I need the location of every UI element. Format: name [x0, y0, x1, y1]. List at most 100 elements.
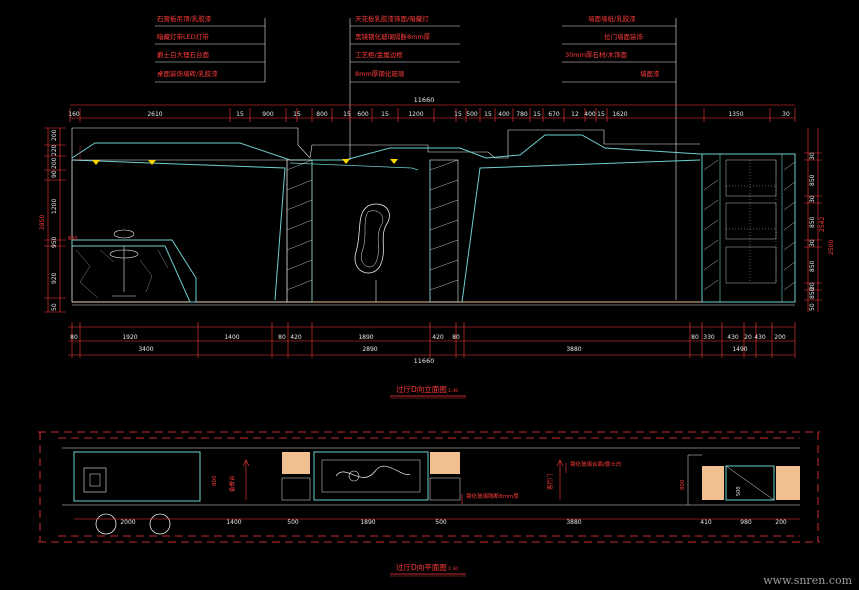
top-dim-15: 15 — [533, 111, 541, 118]
plan-dim-800-left: 800 — [212, 475, 218, 486]
plan-title: 过厅D向平面图 — [396, 562, 447, 572]
elevation-scale: 1:30 — [448, 388, 458, 394]
top-dim-14: 780 — [516, 111, 528, 118]
level-mark: 850 — [68, 236, 78, 242]
plan-dim-1: 1400 — [226, 519, 241, 526]
annotation-block: 石膏板吊顶/乳胶漆 暗藏灯带LED灯带 爵士白大理石台面 桌面装饰墙砖/乳胶漆 … — [155, 14, 677, 300]
annotation-mid-1: 天花板乳胶漆饰面/暗藏灯 — [355, 14, 429, 23]
top-dim-17: 12 — [571, 111, 579, 118]
plan-label-right-top: 钢化玻璃台面/爵士白 — [570, 460, 621, 468]
bot-dim-1-0: 80 — [70, 334, 78, 341]
svg-text:850: 850 — [809, 287, 816, 299]
elevation-right-dimensions — [804, 128, 822, 312]
svg-text:850: 850 — [809, 216, 816, 228]
plan-view — [38, 431, 820, 543]
svg-text:200: 200 — [51, 129, 58, 141]
top-dim-12: 15 — [484, 111, 492, 118]
svg-text:850: 850 — [809, 174, 816, 186]
plan-label-center: 钢化玻璃隔断8mm厚 — [466, 492, 519, 500]
bot-dim-1-11: 20 — [744, 334, 752, 341]
annotation-left-2: 暗藏灯带LED灯带 — [157, 32, 209, 41]
top-dim-11: 500 — [466, 111, 478, 118]
plan-label-left: 备餐台 — [228, 475, 236, 492]
elevation-top-dimensions — [69, 104, 796, 122]
bot-dim-1-4: 420 — [290, 334, 302, 341]
plan-dim-7: 980 — [740, 519, 752, 526]
top-dim-0: 160 — [68, 111, 80, 118]
plan-dim-500: 500 — [736, 486, 742, 496]
svg-text:30: 30 — [809, 282, 816, 290]
sculpture-outline — [354, 203, 390, 274]
bot-dim-1-12: 430 — [754, 334, 766, 341]
right-dim-labels: 30 850 30 850 30 850 30 850 50 2542 2500 — [809, 152, 835, 311]
top-dim-5: 800 — [316, 111, 328, 118]
bot-dim-1-9: 330 — [703, 334, 715, 341]
bot-dim-1-6: 420 — [432, 334, 444, 341]
top-dim-19: 15 — [597, 111, 605, 118]
top-dim-1: 2610 — [147, 111, 162, 118]
top-dim-20: 1620 — [612, 111, 627, 118]
top-dim-7: 600 — [357, 111, 369, 118]
bot-dim-1-2: 1400 — [224, 334, 239, 341]
bot-dim-2-2: 3880 — [566, 346, 581, 353]
plan-dim-6: 410 — [700, 519, 712, 526]
bot-dim-2-1: 2890 — [362, 346, 377, 353]
dim-overall-top: 11660 — [414, 96, 435, 104]
elevation-bottom-dimensions — [68, 322, 796, 358]
annotation-right-2: 拉门墙面装饰 — [604, 32, 644, 41]
svg-text:30: 30 — [809, 195, 816, 203]
bot-dim-2-3: 1490 — [732, 346, 747, 353]
plan-scale: 1:30 — [448, 566, 458, 572]
ceiling-light-icon — [92, 159, 398, 165]
top-dim-22: 30 — [782, 111, 790, 118]
svg-text:30: 30 — [809, 152, 816, 160]
plan-dim-5: 3880 — [566, 519, 581, 526]
annotation-left-1: 石膏板吊顶/乳胶漆 — [157, 14, 212, 23]
dim-right-total-b: 2500 — [828, 240, 835, 255]
elevation-left-dimensions — [44, 127, 66, 313]
annotation-left-3: 爵士白大理石台面 — [157, 50, 210, 59]
annotation-mid-4: 8mm厚钢化玻璃 — [355, 69, 405, 78]
plan-dim-800-right: 800 — [680, 479, 686, 490]
svg-text:30: 30 — [809, 239, 816, 247]
top-dim-21: 1350 — [728, 111, 743, 118]
plan-dim-3: 1890 — [360, 519, 375, 526]
top-dim-13: 400 — [498, 111, 510, 118]
dim-left-total: 2850 — [39, 215, 46, 230]
annotation-left-4: 桌面装饰墙砖/乳胶漆 — [157, 69, 218, 78]
svg-text:1200: 1200 — [51, 199, 58, 214]
bot-dim-1-13: 200 — [774, 334, 786, 341]
svg-text:950: 950 — [51, 236, 58, 248]
dim-overall-bottom: 11660 — [414, 357, 435, 365]
bot-dim-1-1: 1920 — [122, 334, 137, 341]
top-dim-3: 900 — [262, 111, 274, 118]
plan-dim-4: 500 — [435, 519, 447, 526]
bot-dim-1-10: 430 — [727, 334, 739, 341]
svg-text:920: 920 — [51, 272, 58, 284]
top-dim-4: 15 — [293, 111, 301, 118]
annotation-right-3: 30mm厚石材/木饰面 — [565, 50, 628, 59]
svg-text:850: 850 — [809, 260, 816, 272]
elevation-view: 850 — [68, 127, 796, 306]
annotation-mid-3: 工艺柜/金属边框 — [355, 50, 403, 59]
plan-dim-0: 2000 — [120, 519, 135, 526]
plan-dim-8: 200 — [775, 519, 787, 526]
elevation-title: 过厅D向立面图 — [396, 384, 447, 394]
svg-text:50: 50 — [809, 303, 816, 311]
watermark: www.snren.com — [763, 574, 852, 587]
svg-text:50: 50 — [51, 303, 58, 311]
left-dim-labels: 200 220 200 90 1200 950 920 50 2850 — [39, 129, 58, 311]
bot-dim-1-7: 80 — [452, 334, 460, 341]
bot-dim-1-5: 1890 — [358, 334, 373, 341]
bot-dim-1-3: 80 — [278, 334, 286, 341]
svg-text:220: 220 — [51, 144, 58, 156]
dim-right-total-a: 2542 — [819, 217, 826, 232]
top-dim-9: 1200 — [408, 111, 423, 118]
bot-dim-1-8: 80 — [691, 334, 699, 341]
plan-label-right: 客厅门 — [546, 473, 554, 490]
